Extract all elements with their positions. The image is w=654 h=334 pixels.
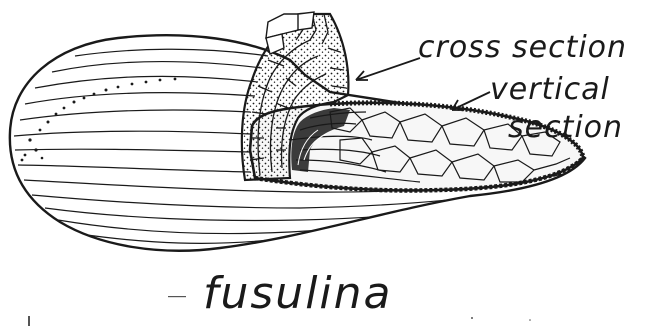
vertical-section-label-line1: vertical	[490, 72, 610, 107]
cross-section-arrow	[356, 58, 420, 80]
vertical-section-arrow	[452, 92, 490, 110]
cross-section-label: cross section	[418, 30, 627, 65]
vertical-section-label-line2: section	[508, 110, 623, 145]
diagram-title: fusulina	[203, 268, 393, 319]
